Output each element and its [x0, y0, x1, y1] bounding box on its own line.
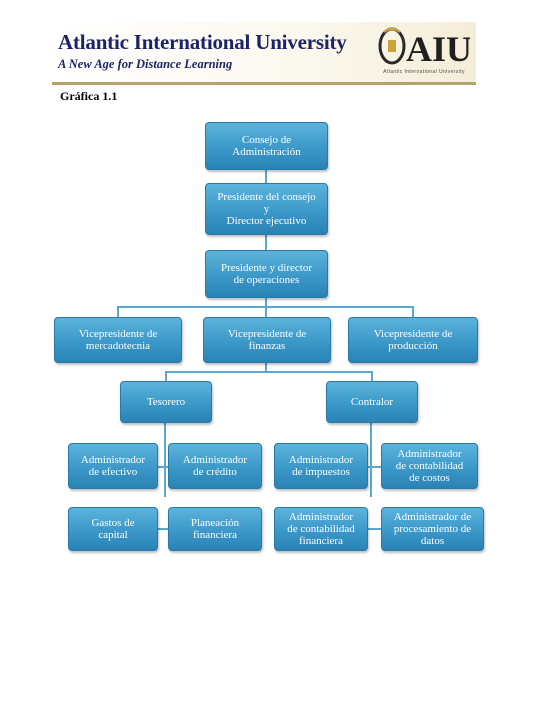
connector-line	[265, 235, 267, 250]
org-node-contralor: Contralor	[326, 381, 418, 423]
university-tagline: A New Age for Distance Learning	[58, 57, 233, 71]
org-node-adm-contab-fin: Administrador de contabilidad financiera	[274, 507, 368, 551]
connector-line	[412, 306, 414, 317]
org-node-adm-costos: Administrador de contabilidad de costos	[381, 443, 478, 489]
org-node-vp-finanzas: Vicepresidente de finanzas	[203, 317, 331, 363]
org-node-presidente-operaciones: Presidente y director de operaciones	[205, 250, 328, 298]
connector-line	[367, 466, 382, 468]
org-node-adm-impuestos: Administrador de impuestos	[274, 443, 368, 489]
logo-text: AIU	[406, 29, 470, 68]
org-node-presidente-consejo: Presidente del consejo y Director ejecut…	[205, 183, 328, 235]
connector-line	[164, 423, 166, 497]
connector-line	[117, 306, 119, 317]
connector-line	[157, 528, 170, 530]
org-node-adm-efectivo: Administrador de efectivo	[68, 443, 158, 489]
org-node-vp-mercadotecnia: Vicepresidente de mercadotecnia	[54, 317, 182, 363]
connector-line	[370, 423, 372, 497]
org-node-adm-credito: Administrador de crédito	[168, 443, 262, 489]
connector-line	[265, 298, 267, 307]
figure-caption: Gráfica 1.1	[60, 89, 118, 103]
university-banner: Atlantic International University A New …	[52, 22, 476, 85]
connector-line	[265, 363, 267, 372]
connector-line	[157, 466, 170, 468]
org-node-gastos-capital: Gastos de capital	[68, 507, 158, 551]
logo-subtext: Atlantic International University	[383, 69, 465, 75]
org-node-tesorero: Tesorero	[120, 381, 212, 423]
org-node-consejo: Consejo de Administración	[205, 122, 328, 170]
org-node-adm-datos: Administrador de procesamiento de datos	[381, 507, 484, 551]
connector-line	[265, 170, 267, 183]
org-node-planeacion: Planeación financiera	[168, 507, 262, 551]
org-node-vp-produccion: Vicepresidente de producción	[348, 317, 478, 363]
connector-line	[265, 306, 267, 317]
connector-line	[371, 371, 373, 381]
connector-line	[367, 528, 382, 530]
connector-line	[165, 371, 373, 373]
connector-line	[165, 371, 167, 381]
university-name: Atlantic International University	[58, 30, 347, 54]
aiu-logo: AIU	[378, 27, 470, 68]
